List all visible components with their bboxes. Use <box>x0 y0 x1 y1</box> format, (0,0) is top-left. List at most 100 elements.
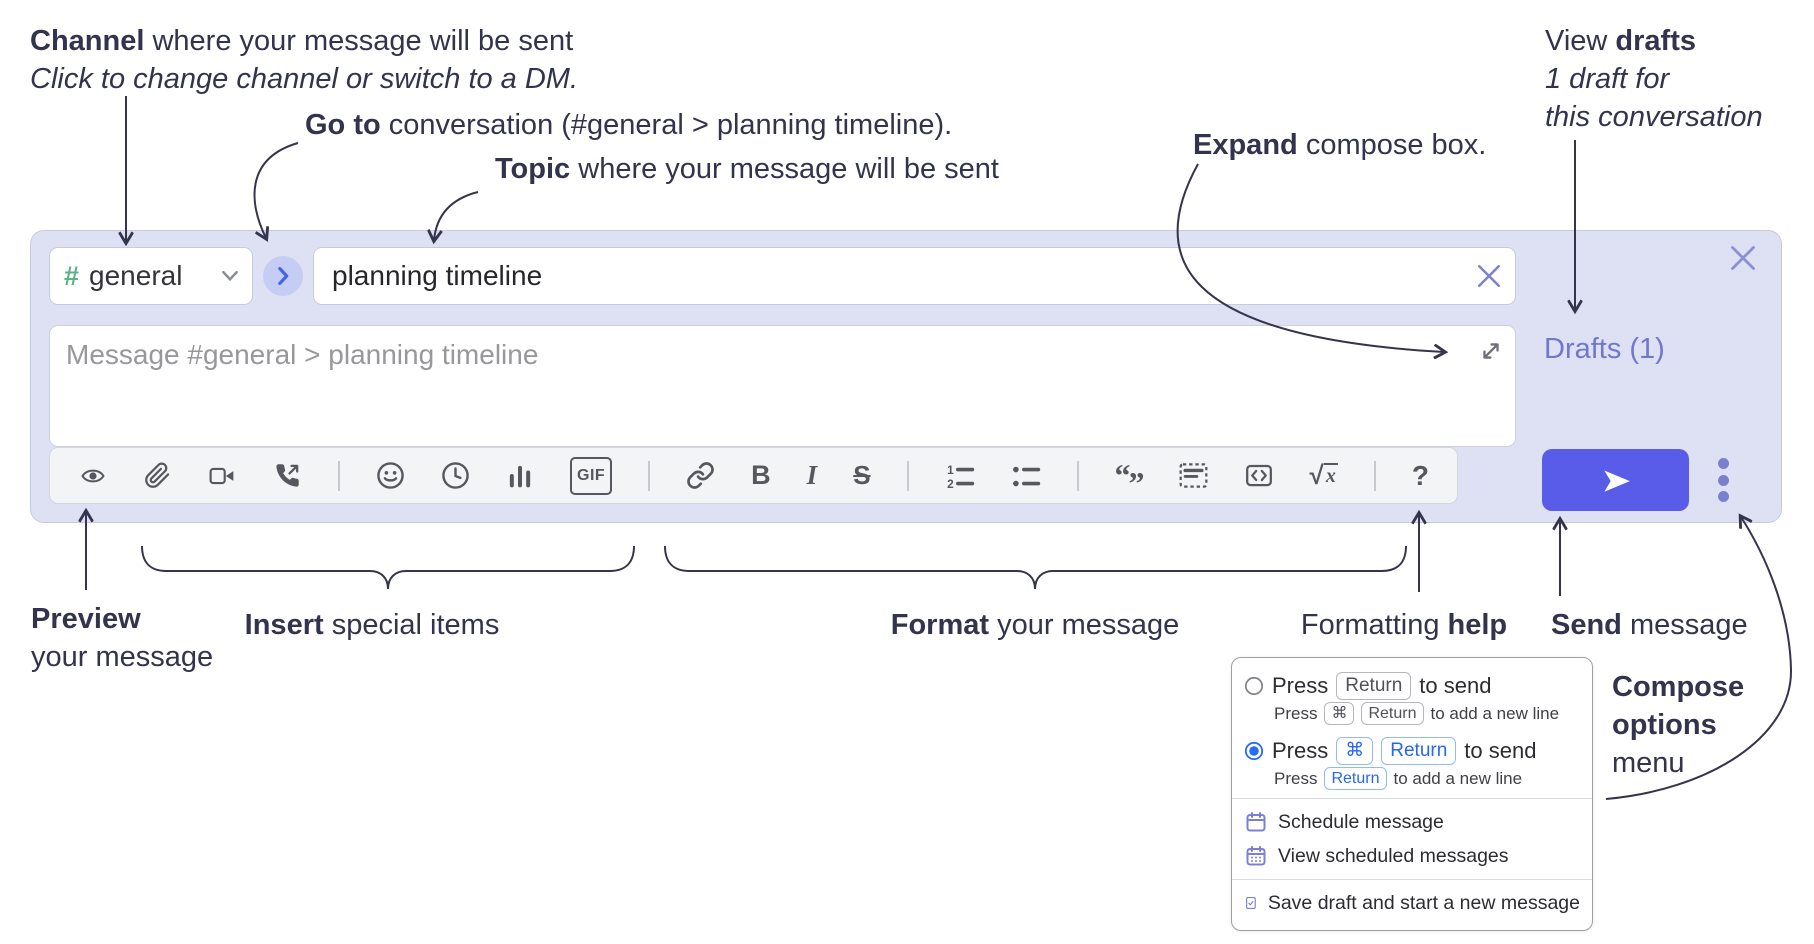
kebab-dot <box>1717 491 1729 502</box>
gif-icon: GIF <box>577 466 606 484</box>
topic-field-wrap <box>313 247 1516 305</box>
toolbar-divider <box>1076 460 1079 491</box>
voice-call-button[interactable] <box>273 457 302 495</box>
bar-chart-icon <box>509 465 531 487</box>
drafts-link[interactable]: Drafts (1) <box>1544 333 1665 365</box>
chevron-down-icon <box>222 271 238 281</box>
svg-text:1: 1 <box>947 462 954 476</box>
message-input[interactable] <box>50 326 1515 446</box>
cmd-key: ⌘ <box>1324 702 1355 725</box>
return-key: Return <box>1336 672 1412 700</box>
video-call-button[interactable] <box>207 457 237 495</box>
compose-box: # general <box>30 230 1782 523</box>
calendar-icon <box>1246 812 1266 832</box>
quote-button[interactable]: “” <box>1114 457 1145 501</box>
formatting-help-note: Formatting help <box>1300 609 1508 641</box>
strikethrough-button[interactable]: S <box>853 457 870 495</box>
popup-divider <box>1232 879 1592 880</box>
svg-text:2: 2 <box>947 476 954 489</box>
compose-options-popup: Press Return to send Press ⌘ Return to a… <box>1231 657 1593 931</box>
bold-icon: B <box>751 460 771 490</box>
bulleted-list-icon <box>1012 466 1040 486</box>
drafts-note: View drafts 1 draft for this conversatio… <box>1545 25 1763 133</box>
quote-icon: “ <box>1114 457 1131 493</box>
compose-options-note: Compose options menu <box>1612 671 1745 779</box>
video-camera-icon <box>209 467 234 484</box>
strikethrough-icon: S <box>853 460 871 490</box>
toolbar-divider <box>648 460 651 491</box>
radio-unselected-icon[interactable] <box>1244 676 1264 696</box>
send-option-cmd-return[interactable]: Press ⌘ Return to send <box>1244 733 1580 767</box>
toolbar-divider <box>338 460 340 491</box>
popup-divider <box>1232 798 1592 799</box>
question-mark-icon: ? <box>1411 459 1429 491</box>
save-draft-icon <box>1246 896 1256 910</box>
send-button[interactable] <box>1542 449 1689 511</box>
global-time-button[interactable] <box>441 457 470 495</box>
radio-selected-icon[interactable] <box>1244 741 1264 761</box>
return-key: Return <box>1381 737 1457 765</box>
expand-compose-icon[interactable] <box>1479 339 1503 363</box>
math-button[interactable]: √x <box>1309 460 1338 490</box>
go-to-conversation-button[interactable] <box>263 256 303 296</box>
bulleted-list-button[interactable] <box>1011 457 1041 495</box>
smiley-icon <box>377 462 404 489</box>
paperclip-icon <box>145 462 170 488</box>
preview-button[interactable] <box>78 457 108 495</box>
formatting-help-button[interactable]: ? <box>1412 457 1429 495</box>
return-key: Return <box>1324 767 1387 790</box>
attach-file-button[interactable] <box>144 457 171 495</box>
kebab-dot <box>1717 474 1729 486</box>
spoiler-icon <box>1179 463 1207 488</box>
chevron-right-icon <box>277 267 288 285</box>
channel-selector[interactable]: # general <box>49 247 253 305</box>
math-icon: √ <box>1309 460 1324 490</box>
send-option-cmd-return-sub: Press Return to add a new line <box>1274 767 1580 790</box>
message-area <box>49 325 1516 447</box>
code-icon <box>1245 464 1272 487</box>
goto-note: Go to conversation (#general > planning … <box>305 109 953 141</box>
italic-icon: I <box>806 460 818 490</box>
toolbar-divider <box>906 460 909 491</box>
bold-button[interactable]: B <box>751 457 771 495</box>
topic-note: Topic where your message will be sent <box>495 153 999 185</box>
kebab-dot <box>1717 458 1729 469</box>
poll-button[interactable] <box>506 457 534 495</box>
numbered-list-button[interactable]: 1 2 <box>945 457 975 495</box>
calendar-grid-icon <box>1246 846 1266 866</box>
cmd-key: ⌘ <box>1336 737 1374 765</box>
format-brace <box>664 545 1407 590</box>
insert-note: Insert special items <box>244 609 500 641</box>
eye-icon <box>81 469 105 482</box>
goto-arrow <box>253 142 299 238</box>
menu-item-save-draft[interactable]: Save draft and start a new message <box>1244 886 1580 920</box>
italic-button[interactable]: I <box>807 457 818 495</box>
numbered-list-icon: 1 2 <box>947 462 974 490</box>
link-icon <box>687 462 714 489</box>
send-option-return-sub: Press ⌘ Return to add a new line <box>1274 702 1580 725</box>
spoiler-button[interactable] <box>1179 457 1208 495</box>
send-note: Send message <box>1551 609 1748 641</box>
toolbar-divider <box>1373 460 1376 491</box>
code-button[interactable] <box>1244 457 1274 495</box>
menu-item-view-scheduled[interactable]: View scheduled messages <box>1244 839 1580 873</box>
menu-item-schedule-message[interactable]: Schedule message <box>1244 805 1580 839</box>
format-note: Format your message <box>890 609 1180 641</box>
emoji-button[interactable] <box>376 457 405 495</box>
channel-name: general <box>89 260 183 291</box>
send-icon <box>1603 470 1630 492</box>
gif-button[interactable]: GIF <box>570 456 613 495</box>
expand-note: Expand compose box. <box>1193 129 1487 161</box>
compose-options-menu-button[interactable] <box>1717 458 1729 502</box>
clear-topic-icon[interactable] <box>1476 263 1502 289</box>
preview-note: Preview your message <box>31 603 214 673</box>
topic-input[interactable] <box>313 247 1516 305</box>
link-button[interactable] <box>686 457 715 495</box>
insert-brace <box>141 545 635 590</box>
send-option-return[interactable]: Press Return to send <box>1244 668 1580 702</box>
compose-toolbar: GIF B I S 1 2 <box>49 447 1458 504</box>
return-key: Return <box>1361 702 1424 725</box>
close-compose-icon[interactable] <box>1729 244 1757 272</box>
clock-icon <box>442 462 469 489</box>
